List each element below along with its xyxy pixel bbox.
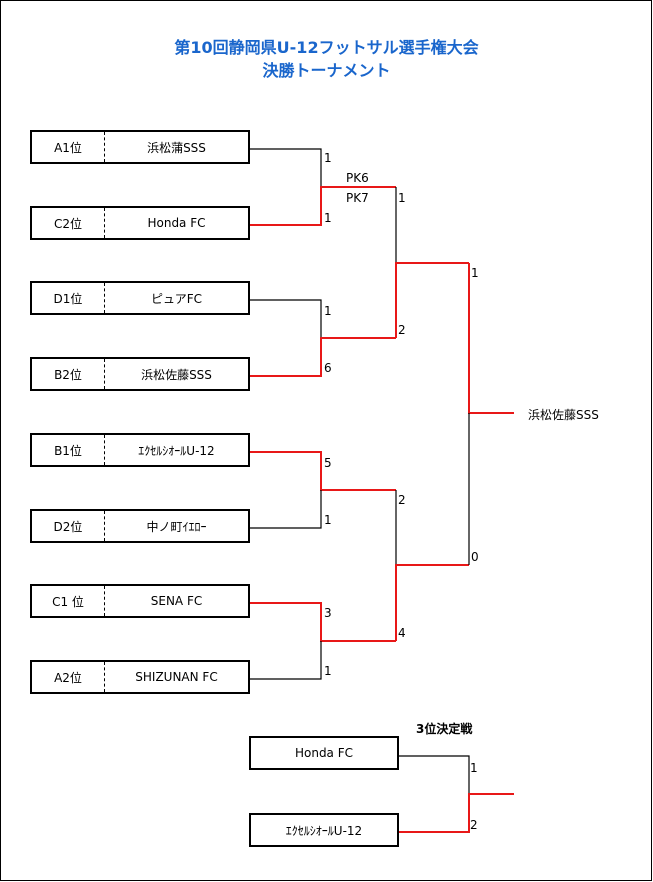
team-box-a2: A2位 SHIZUNAN FC (30, 660, 250, 694)
bracket-line-b2 (249, 337, 396, 377)
score-b1: 5 (324, 456, 332, 470)
page-subtitle: 決勝トーナメント (262, 61, 391, 80)
team-name: 浜松佐藤SSS (141, 367, 212, 382)
score-semi1-top: 1 (398, 191, 406, 205)
third-place-score-bottom: 2 (470, 818, 478, 832)
pk-score-c2: PK7 (346, 191, 369, 205)
team-rank: D1位 (32, 283, 105, 313)
team-rank: A1位 (32, 132, 105, 162)
score-semi2-bottom: 4 (398, 626, 406, 640)
bracket-line-a2 (249, 641, 322, 680)
champion-name: 浜松佐藤SSS (528, 408, 599, 422)
bracket-line-semi1-bottom (395, 262, 469, 338)
third-place-team-box-2: ｴｸｾﾙｼｵｰﾙU-12 (249, 813, 399, 847)
score-d1: 1 (324, 304, 332, 318)
team-box-b1: B1位 ｴｸｾﾙｼｵｰﾙU-12 (30, 433, 250, 467)
bracket-line-d2 (249, 490, 322, 529)
team-name: SHIZUNAN FC (135, 670, 218, 684)
score-semi1-bottom: 2 (398, 323, 406, 337)
score-d2: 1 (324, 513, 332, 527)
team-rank: D2位 (32, 511, 105, 541)
bracket-line-d1 (249, 299, 322, 338)
team-name: Honda FC (294, 746, 354, 760)
team-rank: C2位 (32, 208, 105, 238)
team-box-d1: D1位 ピュアFC (30, 281, 250, 315)
bracket-line-c2 (249, 186, 396, 226)
team-box-a1: A1位 浜松蒲SSS (30, 130, 250, 164)
bracket-line-third-top (398, 755, 470, 794)
team-name: 浜松蒲SSS (147, 140, 206, 155)
team-box-c2: C2位 Honda FC (30, 206, 250, 240)
bracket-line-c1 (249, 602, 396, 642)
score-c2: 1 (324, 211, 332, 225)
team-name: ｴｸｾﾙｼｵｰﾙU-12 (285, 823, 363, 838)
team-name: Honda FC (147, 216, 206, 230)
bracket-line-third-bottom (398, 793, 514, 833)
score-b2: 6 (324, 361, 332, 375)
score-a2: 1 (324, 664, 332, 678)
team-rank: B2位 (32, 359, 105, 389)
team-name: ｴｸｾﾙｼｵｰﾙU-12 (138, 443, 215, 458)
score-a1: 1 (324, 151, 332, 165)
score-semi2-top: 2 (398, 493, 406, 507)
score-final-bottom: 0 (471, 550, 479, 564)
team-box-d2: D2位 中ノ町ｲｴﾛｰ (30, 509, 250, 543)
third-place-title: 3位決定戦 (416, 722, 473, 736)
team-name: SENA FC (150, 594, 203, 608)
bracket-line-semi2-bottom (395, 564, 469, 641)
score-final-top: 1 (471, 266, 479, 280)
third-place-team-box-1: Honda FC (249, 736, 399, 770)
team-rank: B1位 (32, 435, 105, 465)
third-place-score-top: 1 (470, 761, 478, 775)
team-name: ピュアFC (150, 291, 203, 306)
page-title: 第10回静岡県U-12フットサル選手権大会 (174, 38, 479, 57)
team-rank: C1 位 (32, 586, 105, 616)
score-c1: 3 (324, 606, 332, 620)
team-box-b2: B2位 浜松佐藤SSS (30, 357, 250, 391)
team-rank: A2位 (32, 662, 105, 692)
team-name: 中ノ町ｲｴﾛｰ (146, 519, 207, 534)
bracket-line-final-top (468, 263, 514, 414)
team-box-c1: C1 位 SENA FC (30, 584, 250, 618)
bracket-line-a1 (249, 148, 322, 187)
pk-score-a1: PK6 (346, 171, 369, 185)
bracket-line-b1 (249, 451, 396, 491)
